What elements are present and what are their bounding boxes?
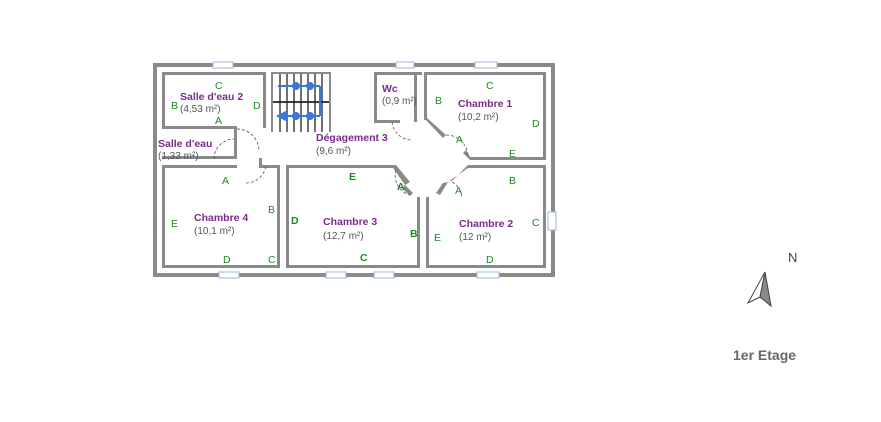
room-name-degagement-3: Dégagement 3 <box>316 132 388 144</box>
room-name-chambre-2: Chambre 2 <box>459 218 513 230</box>
wall-label: B <box>435 95 442 107</box>
room-area-chambre-4: (10,1 m²) <box>194 226 235 237</box>
wall-label: A <box>215 115 222 127</box>
room-name-wc: Wc <box>382 83 398 95</box>
wall-label: C <box>532 217 540 229</box>
north-label: N <box>788 250 797 265</box>
room-area-degagement-3: (9,6 m²) <box>316 146 351 157</box>
walls <box>153 63 555 277</box>
wall-label: A <box>222 175 229 187</box>
room-name-salle-eau-2: Salle d'eau 2 <box>180 91 243 103</box>
wall-label: B <box>268 204 275 216</box>
wall-label: C <box>486 80 494 92</box>
room-area-salle-eau: (1,33 m²) <box>158 151 199 162</box>
wall-label: D <box>291 215 299 227</box>
wall-label: D <box>253 100 261 112</box>
wall-label: B <box>509 175 516 187</box>
stair-arrow <box>275 82 321 122</box>
wall-label: D <box>532 118 540 130</box>
wall-label: E <box>349 171 356 183</box>
room-area-chambre-3: (12,7 m²) <box>323 231 364 242</box>
wall-label: D <box>223 254 231 266</box>
room-area-wc: (0,9 m²) <box>382 96 417 107</box>
room-area-chambre-2: (12 m²) <box>459 232 491 243</box>
room-name-salle-eau: Salle d'eau <box>158 138 212 150</box>
wall-label: A <box>455 185 462 197</box>
room-name-chambre-1: Chambre 1 <box>458 98 512 110</box>
door-swings <box>213 121 469 199</box>
wall-label: B <box>171 100 178 112</box>
room-area-chambre-1: (10,2 m²) <box>458 112 499 123</box>
windows <box>212 61 557 279</box>
north-arrow-icon <box>746 271 772 308</box>
wall-label: C <box>215 80 223 92</box>
wall-label: E <box>171 218 178 230</box>
wall-label: C <box>360 252 368 264</box>
wall-label: A <box>397 181 405 193</box>
room-name-chambre-3: Chambre 3 <box>323 216 377 228</box>
staircase <box>273 74 329 132</box>
wall-label: E <box>509 148 516 160</box>
wall-label: D <box>486 254 494 266</box>
wall-label: A <box>456 134 463 146</box>
room-name-chambre-4: Chambre 4 <box>194 212 248 224</box>
room-area-salle-eau-2: (4,53 m²) <box>180 104 221 115</box>
wall-label: C <box>268 254 276 266</box>
wall-label: B <box>410 228 418 240</box>
wall-label: E <box>434 232 441 244</box>
floor-label: 1er Etage <box>733 347 796 363</box>
